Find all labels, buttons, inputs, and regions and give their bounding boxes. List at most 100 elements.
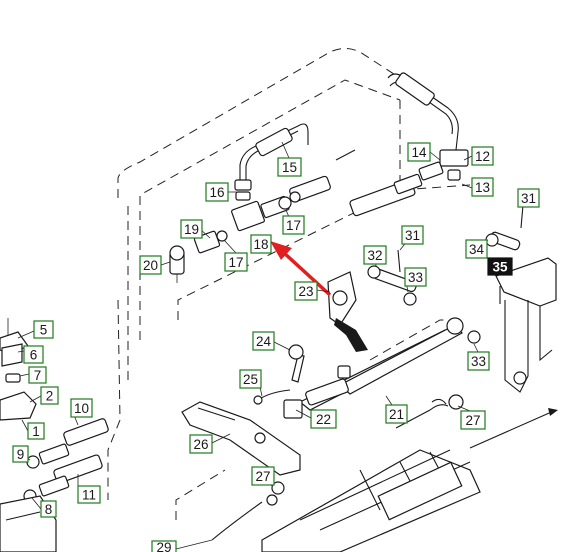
callout-box <box>252 331 275 351</box>
part-callout-29: 29 <box>151 540 177 552</box>
part-callout-34: 34 <box>465 239 488 259</box>
part-callout-19: 19 <box>180 219 203 239</box>
callout-number: 34 <box>469 242 485 257</box>
callout-box <box>180 219 203 239</box>
callout-number: 21 <box>389 407 404 422</box>
callout-number: 19 <box>184 222 199 237</box>
callout-box <box>12 445 29 463</box>
callout-number: 15 <box>282 160 297 175</box>
part-callout-1: 1 <box>27 422 45 440</box>
callout-number: 29 <box>156 540 171 552</box>
callout-box <box>404 267 427 287</box>
part-callout-35: 35 <box>487 257 513 276</box>
part-callout-2: 2 <box>40 386 59 405</box>
callout-number: 9 <box>17 447 25 462</box>
part-callout-5: 5 <box>33 320 54 339</box>
callout-number: 24 <box>256 334 272 349</box>
callout-number: 35 <box>492 260 508 275</box>
bracket-assembly <box>327 271 368 352</box>
callout-box <box>40 386 59 405</box>
callout-number: 22 <box>316 412 331 427</box>
part-callout-27: 27 <box>251 466 275 486</box>
part-callout-26: 26 <box>189 434 213 454</box>
part-callout-17: 17 <box>282 215 305 235</box>
callout-box <box>471 146 494 166</box>
callout-box <box>189 434 213 454</box>
hose-middle <box>335 149 423 217</box>
callout-box <box>33 320 54 339</box>
cable-lower-left <box>211 481 285 541</box>
callout-number: 13 <box>475 180 490 195</box>
part-callout-21: 21 <box>385 404 408 424</box>
part-callout-32: 32 <box>363 245 387 265</box>
part-callout-24: 24 <box>252 331 275 351</box>
part-callout-22: 22 <box>310 409 337 429</box>
part-callout-16: 16 <box>205 182 229 202</box>
callout-number: 31 <box>521 191 536 206</box>
part-callout-33: 33 <box>404 267 427 287</box>
part-callout-25: 25 <box>239 369 262 389</box>
callout-number: 2 <box>46 389 54 404</box>
boom-chassis <box>261 408 558 552</box>
callout-number: 27 <box>255 469 270 484</box>
callout-box <box>151 540 177 552</box>
callout-number: 18 <box>253 237 268 252</box>
part-callout-11: 11 <box>77 485 101 504</box>
callout-box <box>460 410 486 430</box>
part-callout-8: 8 <box>40 500 57 518</box>
callout-box <box>27 422 45 440</box>
part-callout-13: 13 <box>471 177 494 197</box>
part-callout-7: 7 <box>28 366 47 384</box>
part-callout-20: 20 <box>139 255 162 275</box>
part-callout-10: 10 <box>70 398 93 418</box>
callout-box <box>23 345 44 364</box>
callout-box <box>277 157 302 177</box>
callout-number: 20 <box>143 258 158 273</box>
callout-box <box>251 466 275 486</box>
callout-box <box>471 177 494 197</box>
support-plate <box>181 401 301 476</box>
callout-box <box>250 234 272 254</box>
callout-number: 31 <box>405 228 420 243</box>
part-callout-31: 31 <box>401 225 424 245</box>
callout-box <box>294 281 318 301</box>
callout-number: 25 <box>243 372 258 387</box>
callout-box <box>467 351 490 371</box>
callout-number: 11 <box>82 488 96 503</box>
callout-box <box>282 215 305 235</box>
hose-loop-top <box>387 72 469 181</box>
callout-box <box>205 182 229 202</box>
callout-number: 32 <box>367 248 382 263</box>
hydraulic-cylinder <box>283 317 481 419</box>
callout-number: 10 <box>74 401 89 416</box>
callout-box <box>385 404 408 424</box>
part-callout-31: 31 <box>517 188 540 208</box>
part-callout-33: 33 <box>467 351 490 371</box>
callout-box <box>70 398 93 418</box>
callout-number: 16 <box>209 185 224 200</box>
lever-assembly <box>253 344 305 405</box>
hose-assembly-upper <box>231 123 331 232</box>
callout-number: 23 <box>298 284 313 299</box>
part-callout-17: 17 <box>224 252 248 272</box>
callout-box <box>487 257 513 276</box>
callout-box <box>517 188 540 208</box>
callout-box <box>465 239 488 259</box>
hose-set-left <box>23 418 109 503</box>
clevis-right <box>395 394 464 429</box>
callout-number: 8 <box>45 502 53 517</box>
callout-box <box>407 142 431 162</box>
part-callout-18: 18 <box>250 234 272 254</box>
mast-frame <box>495 257 557 393</box>
callout-number: 12 <box>475 149 490 164</box>
part-callout-12: 12 <box>471 146 494 166</box>
callout-box <box>363 245 387 265</box>
callout-box <box>401 225 424 245</box>
part-callout-14: 14 <box>407 142 431 162</box>
callout-box <box>139 255 162 275</box>
part-callout-9: 9 <box>12 445 29 463</box>
callout-number: 14 <box>411 145 427 160</box>
callout-box <box>28 366 47 384</box>
